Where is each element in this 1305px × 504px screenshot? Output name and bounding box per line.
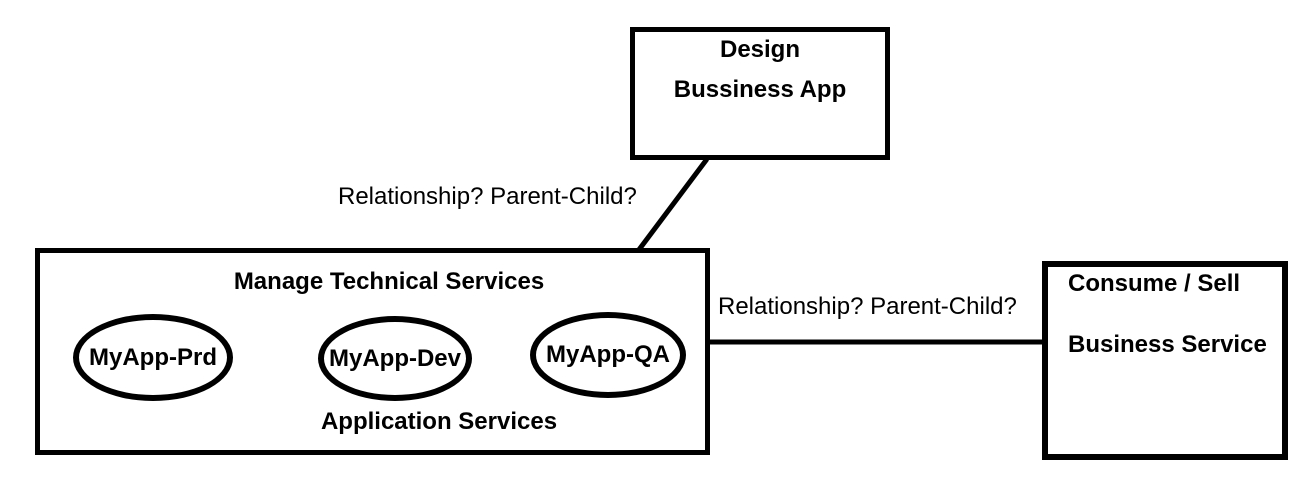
ellipse-myapp-qa-label: MyApp-QA bbox=[546, 341, 670, 368]
ellipse-myapp-prd-label: MyApp-Prd bbox=[89, 343, 217, 371]
ellipse-myapp-dev-label: MyApp-Dev bbox=[328, 344, 461, 372]
connector-design-to-technical bbox=[636, 157, 709, 253]
relationship-label-consume: Relationship? Parent-Child? bbox=[718, 293, 1017, 320]
ellipse-myapp-qa: MyApp-QA bbox=[530, 312, 686, 398]
ellipse-myapp-prd: MyApp-Prd bbox=[73, 314, 233, 401]
design-business-app-box: Design Bussiness App bbox=[630, 27, 890, 160]
ellipse-myapp-dev: MyApp-Dev bbox=[318, 316, 472, 401]
consume-sell-business-service-box: Consume / Sell Business Service bbox=[1042, 261, 1288, 460]
technical-box-title: Manage Technical Services bbox=[233, 268, 545, 295]
relationship-label-design: Relationship? Parent-Child? bbox=[338, 183, 637, 210]
consume-box-subtitle: Business Service bbox=[1068, 331, 1267, 358]
design-box-title: Design bbox=[719, 36, 800, 63]
technical-box-footer: Application Services bbox=[320, 408, 558, 435]
design-box-subtitle: Bussiness App bbox=[673, 76, 847, 103]
manage-technical-services-box: Manage Technical Services MyApp-Prd MyAp… bbox=[35, 248, 710, 455]
consume-box-title: Consume / Sell bbox=[1068, 270, 1241, 297]
